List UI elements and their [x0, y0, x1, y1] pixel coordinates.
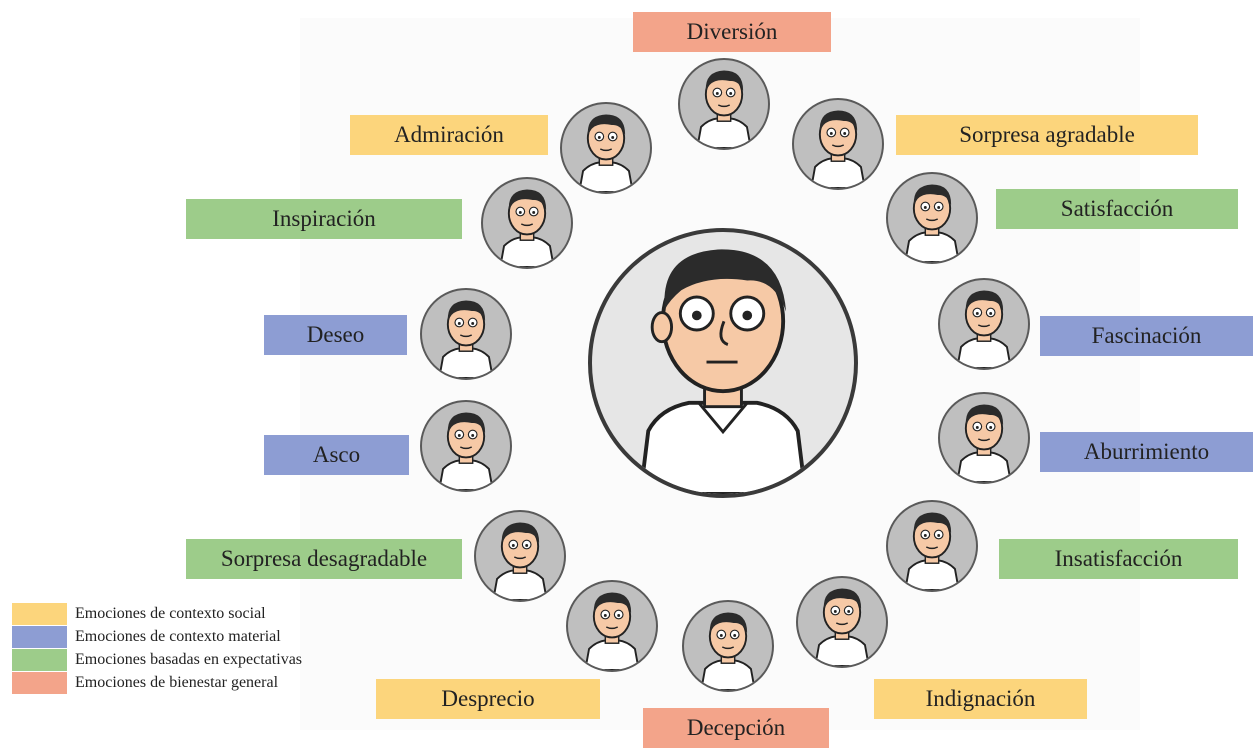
face-satisfaccion-illustration [886, 172, 978, 264]
face-insatisfaccion-illustration [886, 500, 978, 592]
label-inspiracion: Inspiración [186, 199, 462, 239]
legend-swatch-general [12, 672, 67, 694]
face-decepcion-illustration [682, 600, 774, 692]
face-admiracion-illustration [560, 102, 652, 194]
central-character-drawing [592, 232, 854, 494]
legend-swatch-material [12, 626, 67, 648]
label-satisfaccion: Satisfacción [996, 189, 1238, 229]
face-asco-illustration [420, 400, 512, 492]
face-deseo-illustration [420, 288, 512, 380]
label-indignacion: Indignación [874, 679, 1087, 719]
label-asco: Asco [264, 435, 409, 475]
face-desprecio-illustration [566, 580, 658, 672]
legend-swatch-expectations [12, 649, 67, 671]
legend-text-material: Emociones de contexto material [75, 627, 281, 647]
label-diversion: Diversión [633, 12, 831, 52]
face-indignacion-illustration [796, 576, 888, 668]
face-sorpresa-desagradable-illustration [474, 510, 566, 602]
legend-swatch-social [12, 603, 67, 625]
legend-text-expectations: Emociones basadas en expectativas [75, 650, 302, 670]
central-character-illustration [588, 228, 858, 498]
label-sorpresa-desagradable: Sorpresa desagradable [186, 539, 462, 579]
face-aburrimiento-illustration [938, 392, 1030, 484]
label-desprecio: Desprecio [376, 679, 600, 719]
label-deseo: Deseo [264, 315, 407, 355]
legend-text-general: Emociones de bienestar general [75, 673, 278, 693]
label-aburrimiento: Aburrimiento [1040, 432, 1253, 472]
face-fascinacion-illustration [938, 278, 1030, 370]
legend-text-social: Emociones de contexto social [75, 604, 266, 624]
label-admiracion: Admiración [350, 115, 548, 155]
face-sorpresa-agradable-illustration [792, 98, 884, 190]
label-fascinacion: Fascinación [1040, 316, 1253, 356]
face-diversion-illustration [678, 58, 770, 150]
label-decepcion: Decepción [643, 708, 829, 748]
face-inspiracion-illustration [481, 177, 573, 269]
label-sorpresa-agradable: Sorpresa agradable [896, 115, 1198, 155]
label-insatisfaccion: Insatisfacción [999, 539, 1238, 579]
